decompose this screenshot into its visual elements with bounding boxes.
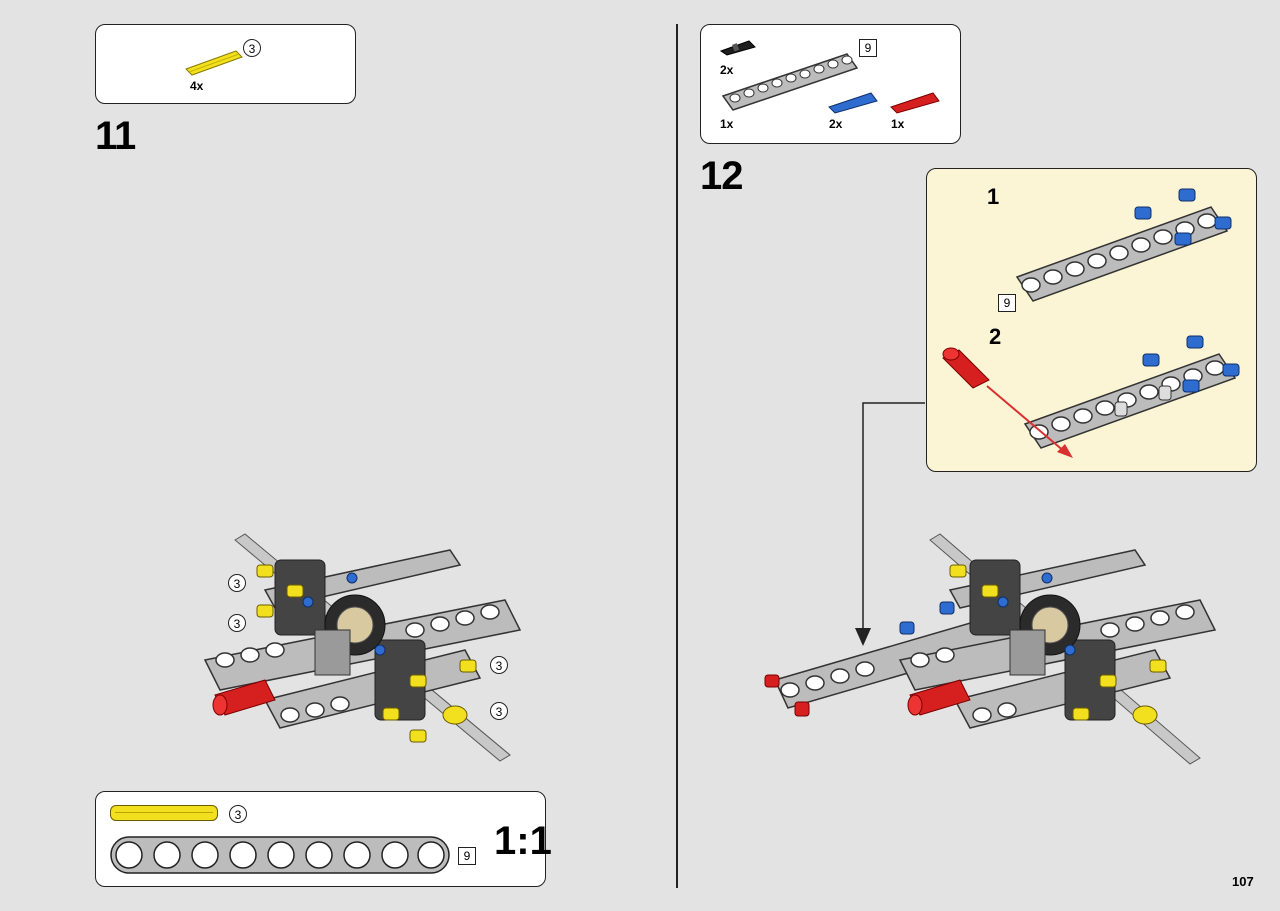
substep-1-beam-illustration bbox=[1015, 188, 1232, 302]
step-11-assembly-illustration bbox=[203, 533, 522, 762]
scale-reference-panel: 3 9 1:1 bbox=[95, 791, 552, 887]
callout-connector-arrow bbox=[855, 402, 925, 646]
blue-pin-icon bbox=[828, 92, 878, 114]
scale-axle-length: 3 bbox=[229, 805, 247, 823]
step-12-assembly-illustration bbox=[764, 533, 1217, 765]
gray-beam-length: 9 bbox=[859, 39, 877, 57]
black-pin-qty: 2x bbox=[720, 63, 734, 77]
red-pin-insert bbox=[942, 347, 990, 389]
assembly-callout-4: 3 bbox=[490, 702, 508, 720]
scale-ratio: 1:1 bbox=[494, 819, 552, 863]
gray-beam-icon bbox=[721, 53, 859, 111]
substep-1-beam-length: 9 bbox=[998, 294, 1016, 312]
red-pin-icon bbox=[890, 92, 940, 114]
red-pin-qty: 1x bbox=[891, 117, 905, 131]
substep-2-number: 2 bbox=[989, 324, 1002, 349]
step-11-parts-panel: 3 4x bbox=[95, 24, 356, 104]
yellow-axle-icon bbox=[185, 50, 243, 76]
substep-1-number: 1 bbox=[987, 184, 1000, 209]
step-12-subassembly-callout: 1 9 2 bbox=[926, 168, 1257, 472]
blue-pin-qty: 2x bbox=[829, 117, 843, 131]
part-quantity: 4x bbox=[190, 79, 204, 93]
substep-2-beam-illustration bbox=[942, 335, 1240, 458]
black-pin-icon bbox=[719, 40, 756, 56]
insert-arrow bbox=[986, 385, 1066, 453]
page-number: 107 bbox=[1232, 874, 1254, 889]
scale-beam-length: 9 bbox=[458, 847, 476, 865]
assembly-callout-2: 3 bbox=[228, 614, 246, 632]
step-12-number: 12 bbox=[700, 154, 743, 198]
scale-beam bbox=[110, 836, 450, 874]
step-12-parts-panel: 2x 9 1x 2x 1x bbox=[700, 24, 961, 144]
assembly-callout-3: 3 bbox=[490, 656, 508, 674]
scale-axle bbox=[110, 805, 218, 821]
gray-beam-qty: 1x bbox=[720, 117, 734, 131]
step-11-number: 11 bbox=[95, 114, 136, 158]
page-divider bbox=[676, 24, 678, 888]
part-length-callout: 3 bbox=[243, 39, 261, 57]
assembly-callout-1: 3 bbox=[228, 574, 246, 592]
